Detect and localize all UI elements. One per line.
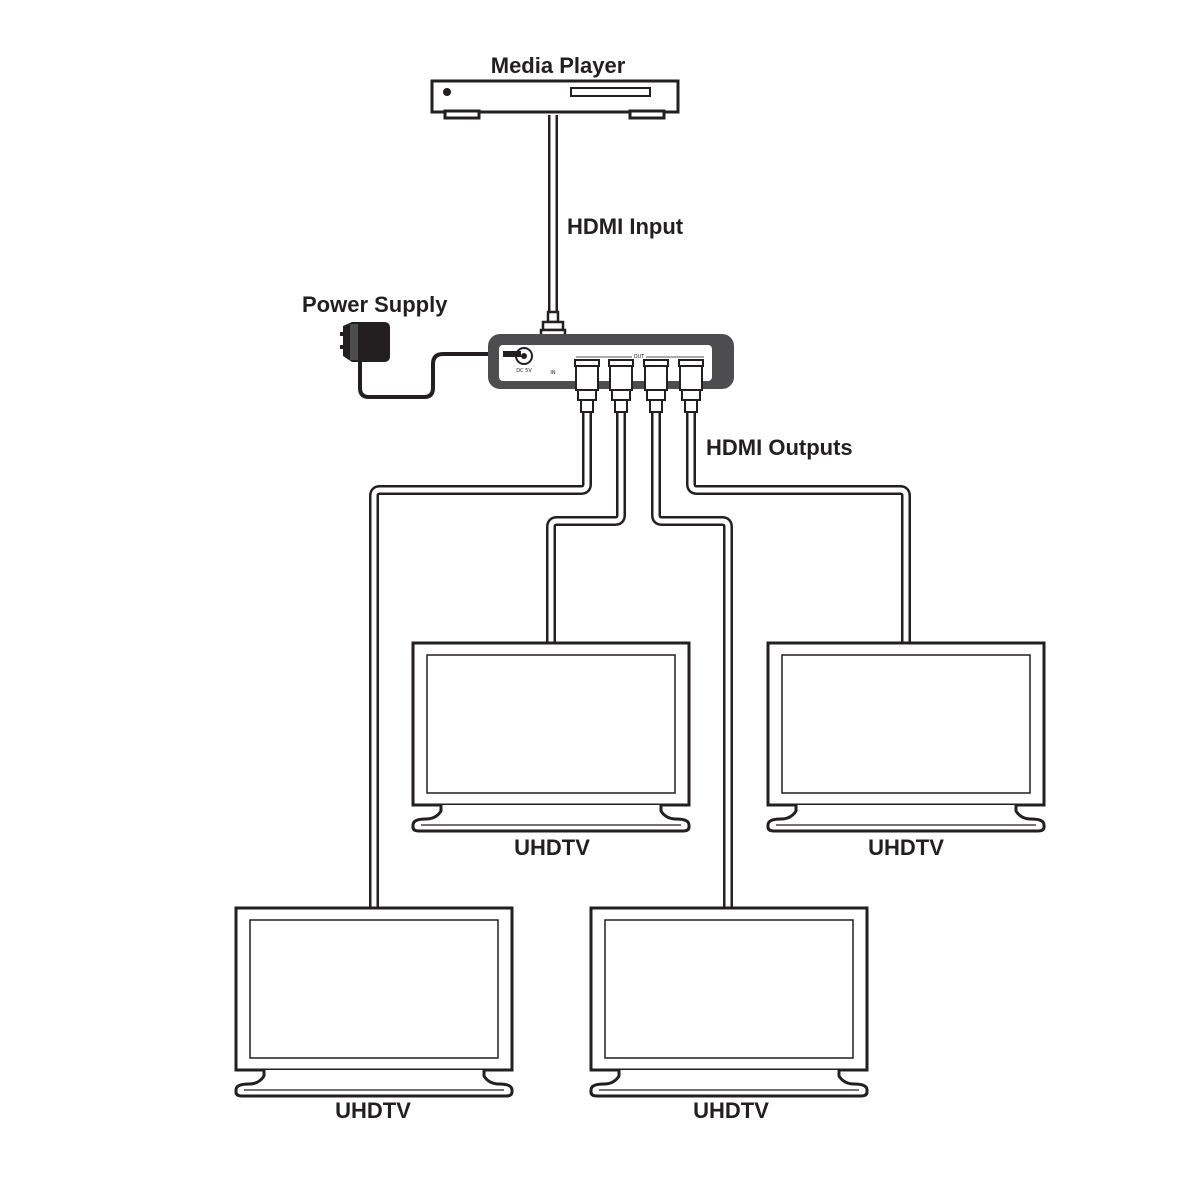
power-cable — [358, 352, 505, 399]
disc-slot-icon — [570, 87, 651, 97]
hdmi-output-connector — [608, 359, 634, 413]
tv-stand — [766, 805, 1046, 833]
hdmi-output-connector — [678, 359, 704, 413]
screen — [604, 919, 854, 1059]
power-supply-label: Power Supply — [302, 292, 448, 317]
display-label: UHDTV — [335, 1098, 411, 1123]
uhdtv-display — [411, 641, 691, 833]
tv-stand — [411, 805, 691, 833]
uhdtv-display — [589, 906, 869, 1098]
media-player — [430, 79, 680, 120]
display-label: UHDTV — [693, 1098, 769, 1123]
output-ports — [574, 359, 704, 413]
uhdtv-display — [234, 906, 514, 1098]
power-led-icon — [443, 88, 451, 96]
hdmi-splitter: DC 5V IN OUT — [488, 334, 734, 413]
hdmi-output-connector — [643, 359, 669, 413]
hdmi-output-connector — [574, 359, 600, 413]
screen — [426, 654, 676, 794]
tv-stand — [234, 1070, 514, 1098]
hdmi-input-label: HDMI Input — [567, 214, 684, 239]
hdmi-outputs-label: HDMI Outputs — [706, 435, 853, 460]
hdmi-output-cables — [369, 410, 911, 908]
dc-label: DC 5V — [516, 368, 532, 374]
tv-stand — [589, 1070, 869, 1098]
uhdtv-display — [766, 641, 1046, 833]
displays — [234, 641, 1046, 1098]
screen — [249, 919, 499, 1059]
media-player-label: Media Player — [490, 53, 626, 78]
display-label: UHDTV — [514, 835, 590, 860]
display-label: UHDTV — [868, 835, 944, 860]
in-label: IN — [550, 370, 555, 376]
power-adapter — [340, 322, 390, 362]
screen — [781, 654, 1031, 794]
out-label: OUT — [634, 354, 646, 360]
